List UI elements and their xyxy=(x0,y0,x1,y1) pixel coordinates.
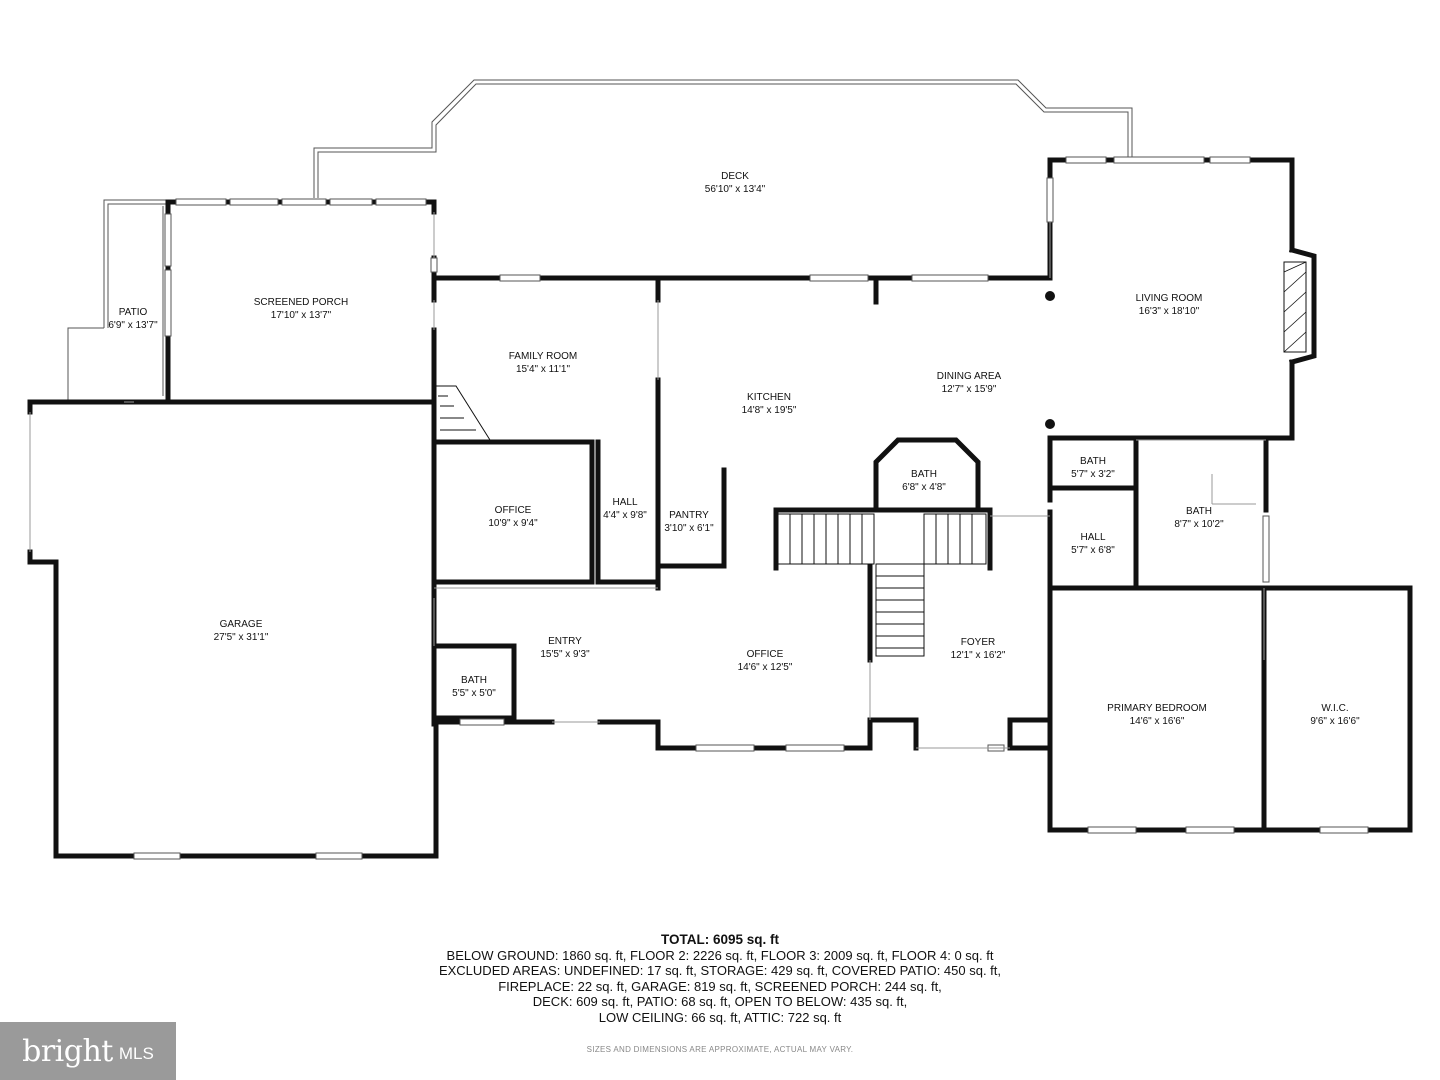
room-dimensions: 12'1" x 16'2" xyxy=(950,650,1006,661)
room-name: HALL xyxy=(1080,532,1106,543)
room-name: BATH xyxy=(1186,506,1212,517)
room-name: FOYER xyxy=(960,637,996,648)
room-name: SCREENED PORCH xyxy=(253,297,349,308)
room-garage: GARAGE 27'5" x 31'1" xyxy=(214,618,269,644)
deck-outline xyxy=(313,79,1133,198)
summary-line: DECK: 609 sq. ft, PATIO: 68 sq. ft, OPEN… xyxy=(532,994,908,1009)
room-dimensions: 15'4" x 11'1" xyxy=(515,364,571,375)
room-name: DECK xyxy=(721,171,749,182)
room-deck: DECK 56'10" x 13'4" xyxy=(705,170,765,196)
room-screened-porch: SCREENED PORCH 17'10" x 13'7" xyxy=(254,296,348,322)
room-office-center: OFFICE 14'6" x 12'5" xyxy=(738,648,793,674)
room-dimensions: 6'9" x 13'7" xyxy=(108,320,158,331)
room-dimensions: 8'7" x 10'2" xyxy=(1174,519,1224,530)
room-name: FAMILY ROOM xyxy=(508,351,578,362)
room-patio: PATIO 6'9" x 13'7" xyxy=(108,306,157,332)
room-office-left: OFFICE 10'9" x 9'4" xyxy=(488,504,537,530)
room-entry: ENTRY 15'5" x 9'3" xyxy=(540,635,589,661)
bright-mls-logo: bright MLS xyxy=(0,1022,176,1080)
room-name: OFFICE xyxy=(746,649,784,660)
room-dimensions: 3'10" x 6'1" xyxy=(664,523,714,534)
room-dimensions: 5'7" x 3'2" xyxy=(1071,469,1115,480)
windows xyxy=(133,156,1369,860)
room-living-room: LIVING ROOM 16'3" x 18'10" xyxy=(1136,292,1203,318)
room-dimensions: 17'10" x 13'7" xyxy=(270,310,332,321)
fireplace xyxy=(1283,261,1307,353)
disclaimer: SIZES AND DIMENSIONS ARE APPROXIMATE, AC… xyxy=(586,1045,854,1054)
room-foyer: FOYER 12'1" x 16'2" xyxy=(951,636,1006,662)
room-name: ENTRY xyxy=(548,636,582,647)
room-dining-area: DINING AREA 12'7" x 15'9" xyxy=(937,370,1001,396)
room-bath-right: BATH 8'7" x 10'2" xyxy=(1174,505,1223,531)
room-name: BATH xyxy=(461,675,487,686)
room-hall-left: HALL 4'4" x 9'8" xyxy=(603,496,647,522)
room-name: KITCHEN xyxy=(747,392,791,403)
room-dimensions: 9'6" x 16'6" xyxy=(1310,716,1360,727)
thin-lines xyxy=(29,212,1266,749)
logo-brand: bright xyxy=(22,1033,113,1069)
stairs xyxy=(434,385,987,657)
column-marker xyxy=(1045,291,1055,301)
room-dimensions: 10'9" x 9'4" xyxy=(488,518,538,529)
room-wic: W.I.C. 9'6" x 16'6" xyxy=(1310,702,1359,728)
room-dimensions: 12'7" x 15'9" xyxy=(941,384,997,395)
room-dimensions: 15'5" x 9'3" xyxy=(540,649,590,660)
room-name: PANTRY xyxy=(669,510,709,521)
summary-line: LOW CEILING: 66 sq. ft, ATTIC: 722 sq. f… xyxy=(598,1009,842,1025)
room-dimensions: 56'10" x 13'4" xyxy=(704,184,766,195)
room-pantry: PANTRY 3'10" x 6'1" xyxy=(664,509,713,535)
room-bath-center: BATH 6'8" x 4'8" xyxy=(902,468,946,494)
room-dimensions: 4'4" x 9'8" xyxy=(603,510,647,521)
room-name: BATH xyxy=(911,469,937,480)
room-bath-small-right: BATH 5'7" x 3'2" xyxy=(1071,455,1115,481)
room-bath-left: BATH 5'5" x 5'0" xyxy=(452,674,496,700)
room-hall-right: HALL 5'7" x 6'8" xyxy=(1071,531,1115,557)
summary-line: FIREPLACE: 22 sq. ft, GARAGE: 819 sq. ft… xyxy=(498,978,942,994)
room-name: GARAGE xyxy=(219,619,263,630)
room-name: PRIMARY BEDROOM xyxy=(1107,703,1207,714)
room-name: W.I.C. xyxy=(1321,703,1349,714)
room-name: LIVING ROOM xyxy=(1135,293,1203,304)
room-dimensions: 14'8" x 19'5" xyxy=(741,405,797,416)
area-summary: TOTAL: 6095 sq. ft BELOW GROUND: 1860 sq… xyxy=(0,932,1440,1025)
room-dimensions: 14'6" x 16'6" xyxy=(1129,716,1185,727)
summary-line: EXCLUDED AREAS: UNDEFINED: 17 sq. ft, ST… xyxy=(438,963,1002,978)
room-name: HALL xyxy=(612,497,638,508)
room-dimensions: 5'7" x 6'8" xyxy=(1071,545,1115,556)
column-marker xyxy=(1045,419,1055,429)
room-name: PATIO xyxy=(118,307,148,318)
patio-outline xyxy=(67,199,168,400)
total-area: TOTAL: 6095 sq. ft xyxy=(660,932,780,947)
room-dimensions: 14'6" x 12'5" xyxy=(737,662,793,673)
room-dimensions: 16'3" x 18'10" xyxy=(1138,306,1200,317)
room-dimensions: 5'5" x 5'0" xyxy=(452,688,496,699)
room-kitchen: KITCHEN 14'8" x 19'5" xyxy=(742,391,797,417)
room-name: BATH xyxy=(1080,456,1106,467)
logo-suffix: MLS xyxy=(118,1044,154,1063)
room-dimensions: 27'5" x 31'1" xyxy=(213,632,269,643)
walls xyxy=(27,157,1413,859)
room-name: OFFICE xyxy=(494,505,532,516)
room-primary-bedroom: PRIMARY BEDROOM 14'6" x 16'6" xyxy=(1107,702,1207,728)
room-family-room: FAMILY ROOM 15'4" x 11'1" xyxy=(509,350,578,376)
room-dimensions: 6'8" x 4'8" xyxy=(902,482,946,493)
summary-line: BELOW GROUND: 1860 sq. ft, FLOOR 2: 2226… xyxy=(446,947,994,963)
room-name: DINING AREA xyxy=(936,371,1002,382)
